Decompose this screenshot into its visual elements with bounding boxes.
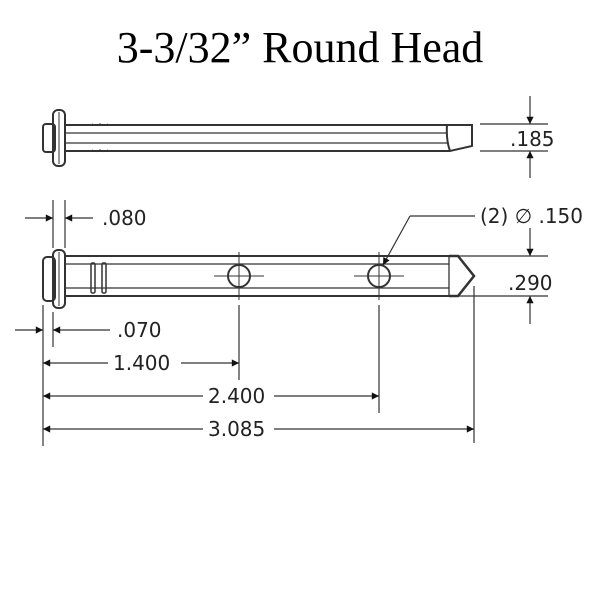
dim-hole1: 1.400 (113, 351, 170, 375)
drawing-title: 3-3/32” Round Head (116, 23, 484, 72)
side-height-dimension (455, 228, 548, 324)
head-width-dimension (25, 200, 93, 248)
dim-hole2: 2.400 (208, 384, 265, 408)
hole-centerlines (214, 252, 404, 300)
dim-side-height: .290 (508, 271, 553, 295)
dim-head-width: .080 (102, 206, 147, 230)
top-view-height-dimension (480, 96, 548, 178)
hole-callout-leader (382, 215, 475, 266)
top-view-pin (42, 109, 473, 167)
extension-lines (42, 286, 475, 446)
side-view-pin (42, 249, 476, 309)
dim-groove-offset: .070 (117, 318, 162, 342)
dim-overall-length: 3.085 (208, 417, 265, 441)
holes-callout: (2) ∅ .150 (480, 204, 583, 228)
dim-top-height: .185 (510, 127, 555, 151)
